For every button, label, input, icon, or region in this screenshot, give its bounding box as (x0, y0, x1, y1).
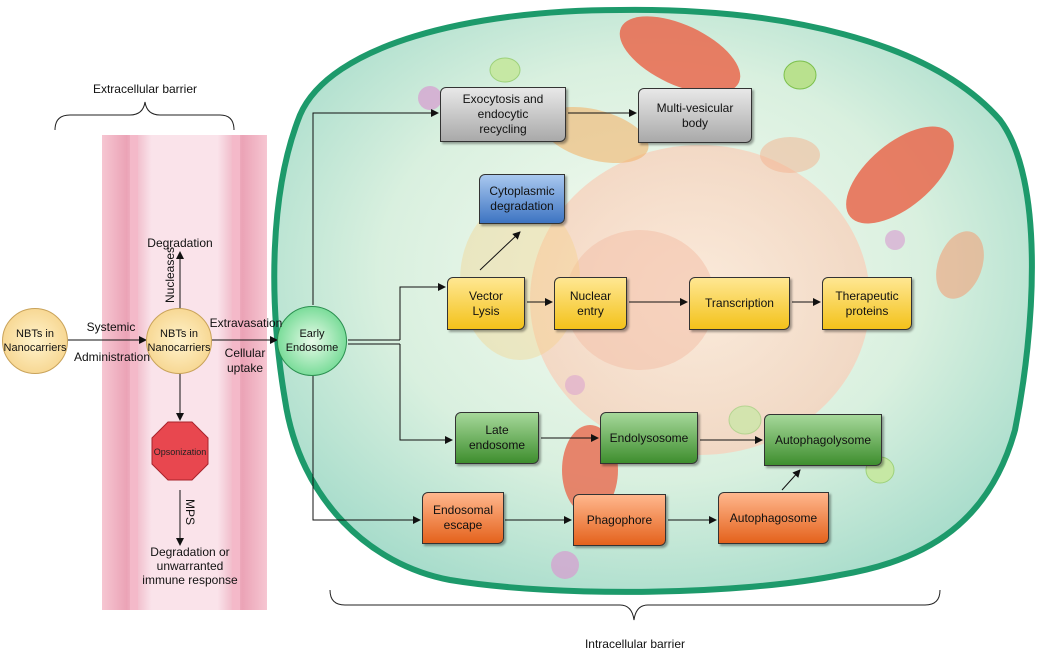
cellular-label: Cellular (224, 346, 266, 360)
opsonization-label: Opsonization (153, 447, 207, 457)
arrow-exocytosis (312, 109, 439, 305)
intracellular-barrier-label: Intracellular barrier (584, 637, 686, 651)
extracellular-brace (54, 101, 235, 131)
nucleases-label: Nucleases (163, 246, 177, 304)
vessel-wall (232, 135, 240, 610)
lysosome-cluster (418, 86, 442, 110)
vesicle (783, 60, 817, 90)
lysosome-cluster (565, 375, 585, 395)
arrow-cytoplasmic (479, 231, 521, 271)
arrow-vector-lysis (399, 283, 446, 340)
autophagosome-box: Autophagosome (718, 492, 829, 544)
vesicle (760, 137, 820, 173)
golgi (541, 106, 649, 164)
systemic-label: Systemic (86, 320, 136, 334)
intracellular-brace (329, 589, 941, 621)
arrow-endosomal-escape (312, 376, 421, 524)
mitochondrion (846, 126, 954, 224)
lysosome-cluster (551, 551, 579, 579)
mps-label: MPS (183, 498, 197, 525)
autophagolysome-box: Autophagolysome (764, 414, 882, 466)
vesicle (489, 57, 521, 83)
phagophore-box: Phagophore (573, 494, 666, 546)
administration-label: Administration (73, 350, 151, 364)
degradation-label: Degradation (147, 236, 213, 250)
arrow-late-endosome (399, 344, 453, 444)
mitochondrion (619, 16, 741, 94)
vessel-wall (130, 135, 138, 610)
endolysosome-box: Endolysosome (600, 412, 698, 464)
transcription-box: Transcription (689, 277, 790, 330)
mitochondrion (936, 231, 984, 299)
lysosome-cluster (885, 230, 905, 250)
nucleolus (565, 230, 715, 370)
uptake-label: uptake (226, 361, 264, 375)
vesicle (728, 405, 762, 435)
opsonization-shape (151, 421, 209, 481)
extravasation-label: Extravasation (209, 316, 283, 330)
extracellular-barrier-label: Extracellular barrier (92, 82, 198, 96)
arrow-autophago-up (781, 469, 801, 491)
